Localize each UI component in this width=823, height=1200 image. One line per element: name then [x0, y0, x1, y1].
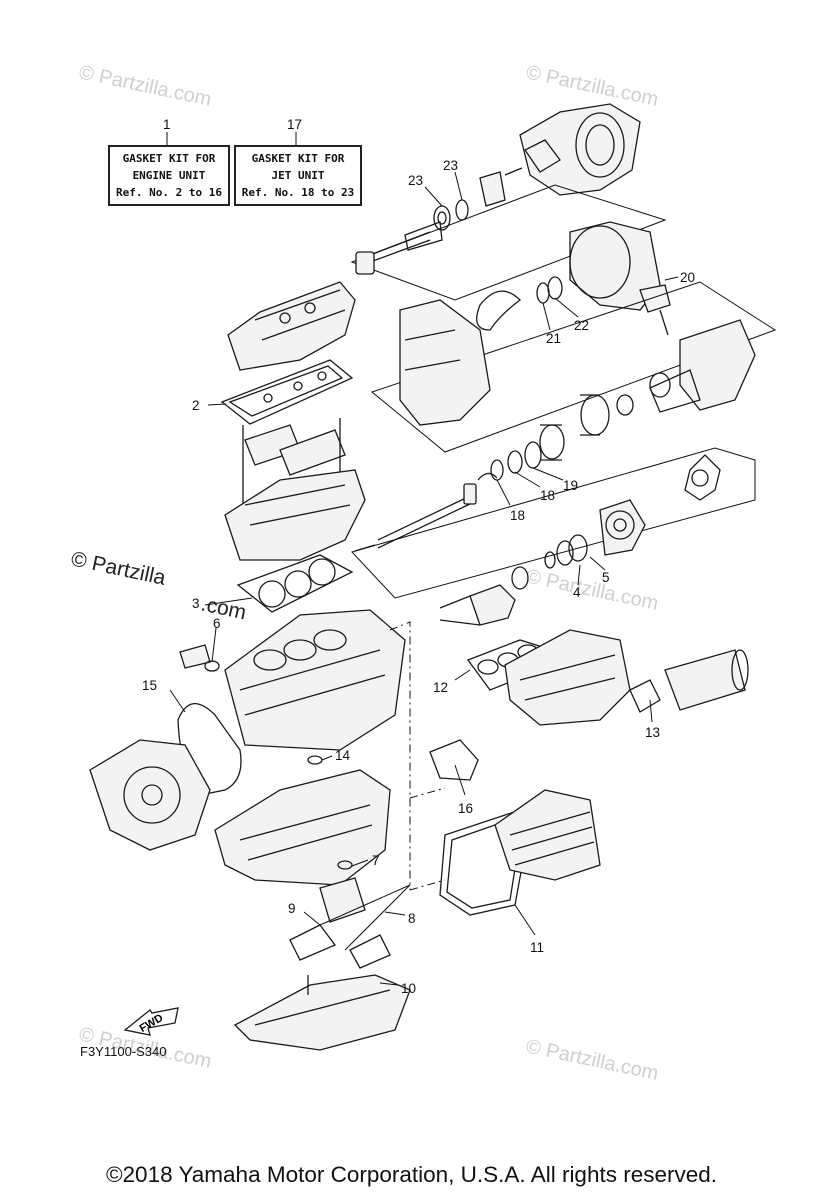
watermark-top-left: © Partzilla.com: [77, 61, 213, 111]
watermarks: © Partzilla.com © Partzilla.com © Partzi…: [69, 61, 660, 1085]
kit-line: Ref. No. 2 to 16: [116, 186, 222, 199]
callout-6: 6: [213, 616, 221, 631]
callout-3: 3: [192, 596, 200, 611]
callout-7: 7: [372, 853, 380, 868]
callout-1: 1: [163, 117, 171, 132]
watermark-dark-left: © Partzilla: [69, 547, 168, 590]
kit-line: GASKET KIT FOR: [122, 152, 216, 165]
diagram-code: F3Y1100-S340: [80, 1044, 167, 1059]
callout-10: 10: [401, 981, 416, 996]
kit-line: GASKET KIT FOR: [251, 152, 345, 165]
watermark-mid-right: © Partzilla.com: [524, 565, 660, 615]
copyright-notice: ©2018 Yamaha Motor Corporation, U.S.A. A…: [105, 1162, 718, 1187]
callout-16: 16: [458, 801, 473, 816]
callout-19: 19: [563, 478, 578, 493]
callout-numbers: 2 3 4 5 6 7 8 9 10 11 12 13 14 15 16 18 …: [142, 117, 695, 996]
callout-5: 5: [602, 570, 610, 585]
callout-23-right: 23: [443, 158, 458, 173]
callout-18-right: 18: [540, 488, 555, 503]
callout-8: 8: [408, 911, 416, 926]
callout-17: 17: [287, 117, 302, 132]
engine-gasket-kit-label: GASKET KIT FOR ENGINE UNIT Ref. No. 2 to…: [108, 145, 230, 206]
fwd-arrow: FWD: [123, 1007, 179, 1036]
callout-22: 22: [574, 318, 589, 333]
callout-23-left: 23: [408, 173, 423, 188]
kit-line: Ref. No. 18 to 23: [241, 186, 355, 199]
callout-leaders: [169, 171, 679, 986]
fwd-label: FWD: [138, 1012, 166, 1035]
exhaust-assembly: [429, 629, 749, 916]
watermark-dark-right: .com: [199, 592, 248, 624]
callout-21: 21: [546, 331, 561, 346]
watermark-top-right: © Partzilla.com: [524, 61, 660, 111]
callout-15: 15: [142, 678, 157, 693]
callout-9: 9: [288, 901, 296, 916]
watermark-bottom-right: © Partzilla.com: [524, 1035, 660, 1085]
jet-unit-assembly: [350, 103, 777, 626]
callout-11: 11: [530, 940, 544, 955]
callout-20: 20: [680, 270, 695, 285]
callout-13: 13: [645, 725, 660, 740]
kit-line: JET UNIT: [271, 169, 325, 182]
callout-4: 4: [573, 585, 581, 600]
kit-line: ENGINE UNIT: [132, 169, 206, 182]
callout-14: 14: [335, 748, 351, 763]
jet-gasket-kit-label: GASKET KIT FOR JET UNIT Ref. No. 18 to 2…: [234, 145, 362, 206]
callout-18-left: 18: [510, 508, 525, 523]
callout-12: 12: [433, 680, 448, 695]
engine-assembly: FWD: [89, 281, 446, 1051]
callout-2: 2: [192, 398, 200, 413]
